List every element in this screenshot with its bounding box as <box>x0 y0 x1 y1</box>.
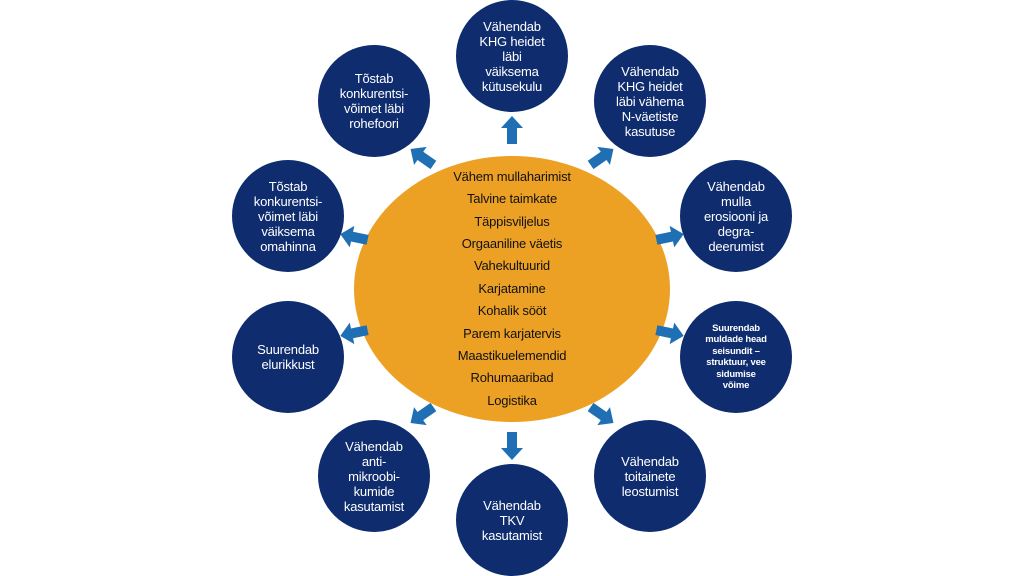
center-item: Vähem mullaharimist <box>453 168 571 184</box>
center-item: Karjatamine <box>478 280 546 296</box>
benefit-node-cost-competitiveness: Tõstab konkurentsi- võimet läbi väiksema… <box>232 160 344 272</box>
benefit-node-soil-erosion: Vähendab mulla erosiooni ja degra- deeru… <box>680 160 792 272</box>
arrow-icon <box>584 398 620 432</box>
node-label: Vähendab toitainete leostumist <box>621 453 679 499</box>
node-label: Vähendab anti- mikroobi- kumide kasutami… <box>343 438 405 514</box>
arrow-icon <box>338 223 370 250</box>
center-circle: Vähem mullaharimist Talvine taimkate Täp… <box>354 156 670 422</box>
node-label: Vähendab KHG heidet läbi väiksema kütuse… <box>479 18 545 94</box>
center-item: Täppisviljelus <box>474 213 550 229</box>
benefit-node-antimicrobial-use: Vähendab anti- mikroobi- kumide kasutami… <box>318 420 430 532</box>
node-label: Vähendab TKV kasutamist <box>481 497 543 543</box>
center-item: Talvine taimkate <box>466 191 557 207</box>
center-item: Kohalik sööt <box>477 303 547 319</box>
center-item: Logistika <box>487 392 537 408</box>
arrow-icon <box>654 223 686 250</box>
node-label: Vähendab KHG heidet läbi vähema N-väetis… <box>616 63 684 139</box>
center-item: Vahekultuurid <box>474 258 550 274</box>
center-item: Parem karjatervis <box>463 325 561 341</box>
benefit-node-fertilizer-emissions: Vähendab KHG heidet läbi vähema N-väetis… <box>594 45 706 157</box>
benefit-node-soil-condition: Suurendab muldade head seisundit – struk… <box>680 301 792 413</box>
benefit-node-green-competitiveness: Tõstab konkurentsi- võimet läbi rohefoor… <box>318 45 430 157</box>
benefit-node-pesticide-use: Vähendab TKV kasutamist <box>456 464 568 576</box>
node-label: Tõstab konkurentsi- võimet läbi rohefoor… <box>339 71 409 131</box>
node-label: Vähendab mulla erosiooni ja degra- deeru… <box>703 178 769 254</box>
benefit-node-nutrient-leaching: Vähendab toitainete leostumist <box>594 420 706 532</box>
center-item: Rohumaaribad <box>470 370 554 386</box>
node-label: Tõstab konkurentsi- võimet läbi väiksema… <box>253 178 323 254</box>
arrow-icon <box>338 319 370 346</box>
arrow-icon <box>654 319 686 346</box>
benefit-node-biodiversity: Suurendab elurikkust <box>232 301 344 413</box>
node-label: Suurendab elurikkust <box>257 342 319 372</box>
arrow-icon <box>584 140 620 174</box>
center-item: Orgaaniline väetis <box>461 235 563 251</box>
arrow-icon <box>501 116 523 144</box>
arrow-icon <box>404 140 440 174</box>
benefit-node-fuel-emissions: Vähendab KHG heidet läbi väiksema kütuse… <box>456 0 568 112</box>
node-label: Suurendab muldade head seisundit – struk… <box>705 322 767 392</box>
center-item: Maastikuelemendid <box>457 348 567 364</box>
arrow-icon <box>404 398 440 432</box>
center-measures-list: Vähem mullaharimist Talvine taimkate Täp… <box>453 166 571 412</box>
arrow-icon <box>501 432 523 460</box>
